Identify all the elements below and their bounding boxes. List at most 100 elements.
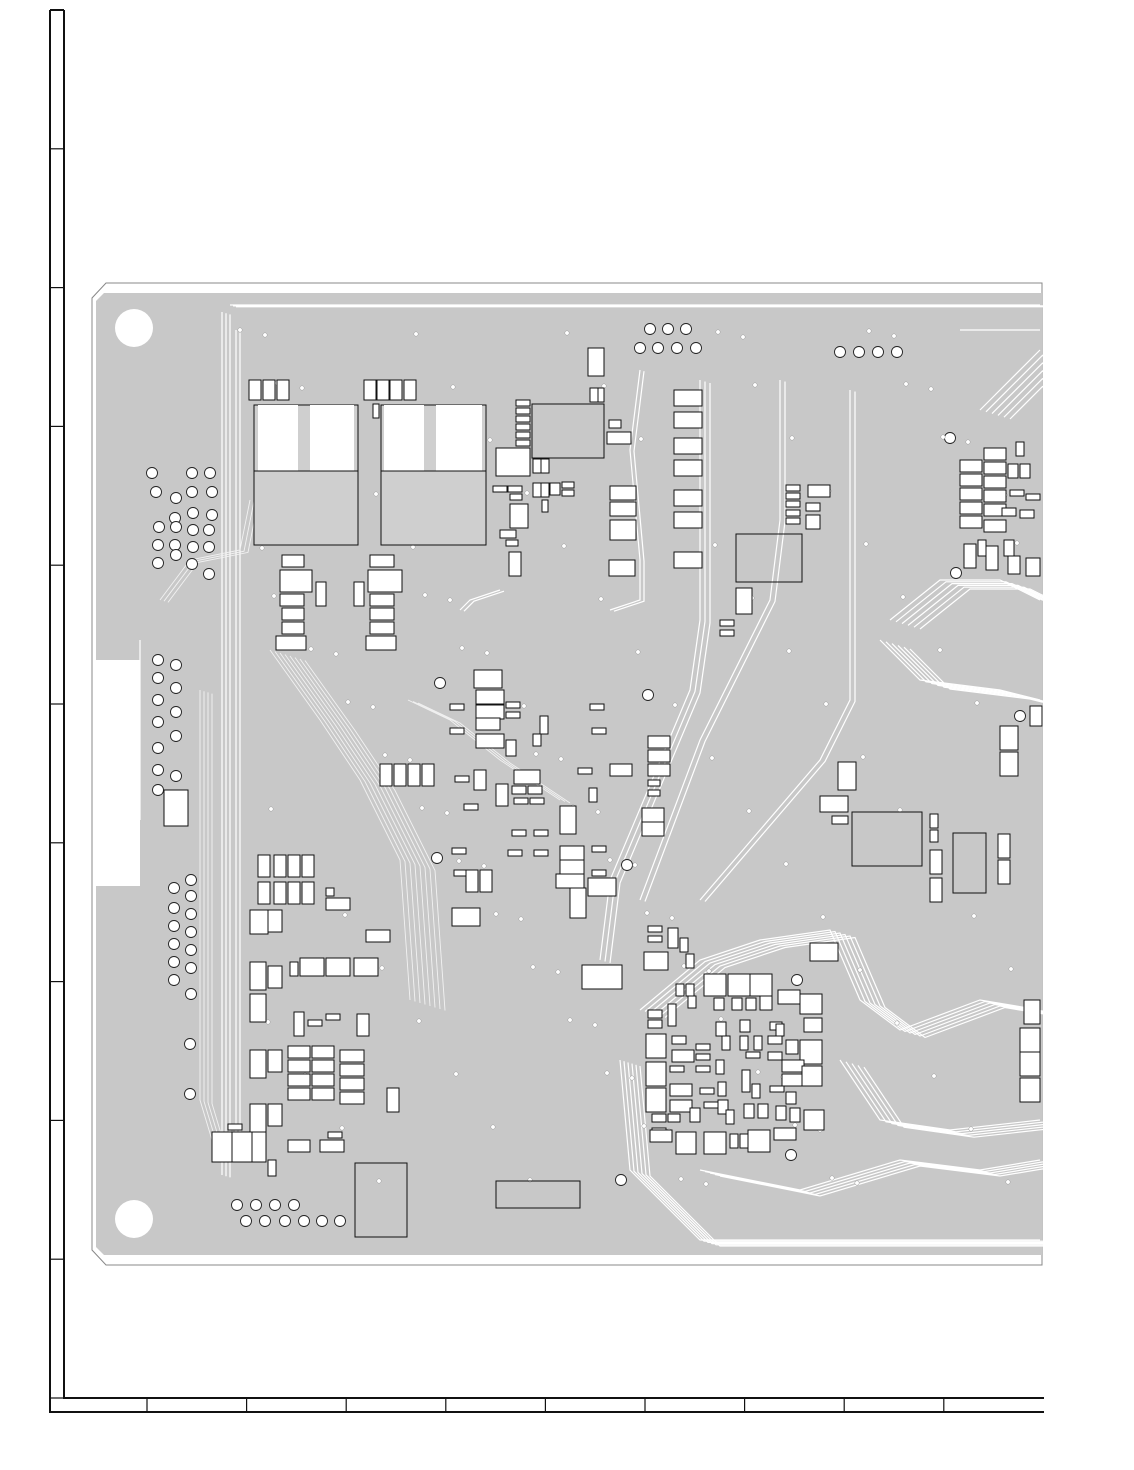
smd-pad: [370, 594, 394, 606]
smd-pad: [516, 416, 530, 422]
mounting-hole: [115, 1200, 153, 1238]
smd-pad: [290, 962, 298, 976]
smd-pad: [354, 582, 364, 606]
via-small: [374, 492, 378, 496]
smd-pad: [770, 1086, 784, 1092]
via-small: [969, 1127, 973, 1131]
via-small: [821, 915, 825, 919]
via: [251, 1200, 262, 1211]
smd-pad: [268, 966, 282, 988]
via: [260, 1216, 271, 1227]
via-small: [707, 969, 711, 973]
smd-pad: [768, 1052, 782, 1060]
smd-pad: [1000, 752, 1018, 776]
smd-pad: [588, 878, 616, 896]
smd-pad: [740, 1020, 750, 1032]
smd-pad: [340, 1078, 364, 1090]
smd-pad: [748, 1130, 770, 1152]
smd-pad: [570, 888, 586, 918]
smd-pad: [370, 622, 394, 634]
smd-pad: [786, 518, 800, 524]
via: [169, 939, 180, 950]
smd-pad: [534, 850, 548, 856]
smd-pad: [252, 1132, 266, 1162]
via: [170, 540, 181, 551]
smd-pad: [588, 348, 604, 376]
smd-pad: [312, 1060, 334, 1072]
via-small: [605, 1071, 609, 1075]
smd-pad: [268, 1160, 276, 1176]
via-small: [713, 543, 717, 547]
via-small: [824, 702, 828, 706]
smd-pad: [377, 380, 389, 400]
smd-pad: [720, 630, 734, 636]
smd-pad: [370, 555, 394, 567]
via-small: [559, 757, 563, 761]
smd-pad: [674, 460, 702, 476]
smd-pad: [1016, 442, 1024, 456]
smd-pad: [690, 1108, 700, 1122]
via-small: [855, 1181, 859, 1185]
via-small: [269, 807, 273, 811]
smd-pad: [730, 1134, 738, 1148]
via: [171, 683, 182, 694]
via-small: [525, 491, 529, 495]
smd-pad: [268, 1104, 282, 1126]
smd-pad: [1026, 494, 1040, 500]
smd-pad: [984, 490, 1006, 502]
smd-pad: [1020, 1052, 1040, 1076]
smd-pad: [838, 762, 856, 790]
smd-pad: [450, 704, 464, 710]
smd-pad: [674, 438, 702, 454]
via: [792, 975, 803, 986]
smd-pad: [786, 485, 800, 491]
smd-pad: [280, 594, 304, 606]
smd-pad: [366, 930, 390, 942]
smd-pad: [387, 1088, 399, 1112]
smd-pad: [340, 1092, 364, 1104]
smd-pad: [984, 448, 1006, 460]
via: [153, 743, 164, 754]
via: [207, 487, 218, 498]
smd-pad: [758, 1104, 768, 1118]
smd-pad: [668, 1114, 680, 1122]
smd-pad: [1008, 464, 1018, 478]
via: [187, 468, 198, 479]
via-small: [636, 650, 640, 654]
smd-pad: [964, 544, 976, 568]
via-small: [858, 968, 862, 972]
smd-pad: [648, 736, 670, 748]
smd-pad: [312, 1088, 334, 1100]
via: [786, 1150, 797, 1161]
via-small: [460, 646, 464, 650]
smd-pad: [646, 1062, 666, 1086]
smd-pad: [533, 459, 541, 473]
smd-pad: [984, 462, 1006, 474]
via: [186, 989, 197, 1000]
smd-pad: [592, 728, 606, 734]
smd-pad: [370, 608, 394, 620]
smd-pad: [516, 400, 530, 406]
via-small: [346, 700, 350, 704]
smd-pad: [282, 555, 304, 567]
via-small: [704, 1182, 708, 1186]
smd-pad: [326, 958, 350, 976]
smd-pad: [1002, 508, 1016, 516]
via-small: [784, 862, 788, 866]
smd-pad: [528, 786, 542, 794]
via-small: [633, 863, 637, 867]
smd-pad: [354, 958, 378, 976]
smd-pad: [740, 1036, 748, 1050]
via-small: [608, 858, 612, 862]
smd-pad: [308, 1020, 322, 1026]
smd-pad: [540, 716, 548, 734]
smd-pad: [686, 954, 694, 968]
smd-pad: [696, 1066, 710, 1072]
smd-pad: [610, 520, 636, 540]
via-small: [941, 435, 945, 439]
smd-pad: [288, 1074, 310, 1086]
smd-pad: [452, 908, 480, 926]
smd-pad: [258, 855, 270, 877]
smd-pad: [832, 816, 848, 824]
smd-pad: [556, 874, 584, 888]
